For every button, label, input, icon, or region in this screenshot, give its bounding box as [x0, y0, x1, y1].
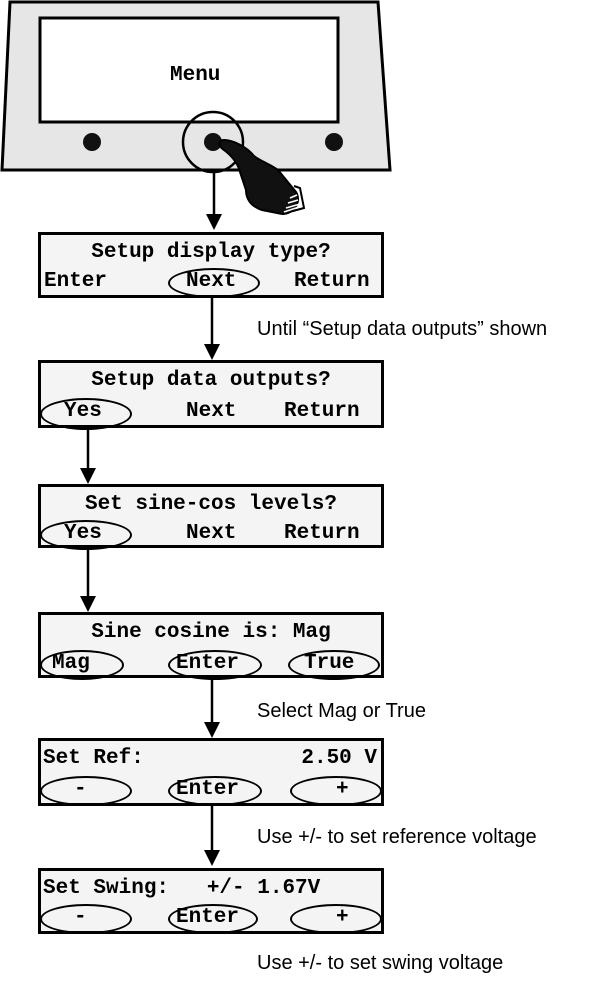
note-set-reference-voltage: Use +/- to set reference voltage [257, 826, 537, 848]
softkey-return[interactable]: Return [294, 270, 370, 293]
selected-key-oval [40, 520, 132, 550]
screen-line-1-right: 2.50 V [301, 747, 377, 770]
right-knob-icon [325, 133, 343, 151]
key-oval-left [40, 904, 132, 934]
screen-line-1-left: Set Ref: [43, 747, 144, 770]
screen-line-1: Set sine-cos levels? [84, 493, 338, 516]
softkey-return[interactable]: Return [284, 400, 360, 423]
key-oval-center [168, 776, 262, 806]
key-oval-left [40, 650, 124, 680]
key-oval-right [290, 776, 382, 806]
note-until-setup-data-outputs: Until “Setup data outputs” shown [257, 318, 548, 340]
key-oval-left [40, 776, 132, 806]
key-oval-right [288, 650, 380, 680]
key-oval-center [168, 650, 262, 680]
note-select-mag-or-true: Select Mag or True [257, 700, 426, 722]
softkey-next[interactable]: Next [186, 400, 237, 423]
left-knob-icon [83, 133, 101, 151]
softkey-enter[interactable]: Enter [44, 270, 108, 293]
screen-line-1: Set Swing: +/- 1.67V [43, 877, 321, 900]
key-oval-right [290, 904, 382, 934]
screen-line-1: Setup display type? [91, 241, 331, 264]
key-oval-center [168, 904, 258, 934]
screen-line-1: Setup data outputs? [91, 369, 331, 392]
softkey-return[interactable]: Return [284, 522, 360, 545]
softkey-next[interactable]: Next [186, 522, 237, 545]
screen-line-1: Sine cosine is: Mag [91, 621, 331, 644]
pointing-hand-icon [218, 138, 306, 216]
center-knob-icon [204, 133, 222, 151]
note-set-swing-voltage: Use +/- to set swing voltage [257, 952, 504, 974]
device-menu-label: Menu [170, 64, 221, 87]
selected-key-oval [168, 268, 260, 298]
device-display [38, 16, 340, 124]
selected-key-oval [40, 398, 132, 430]
